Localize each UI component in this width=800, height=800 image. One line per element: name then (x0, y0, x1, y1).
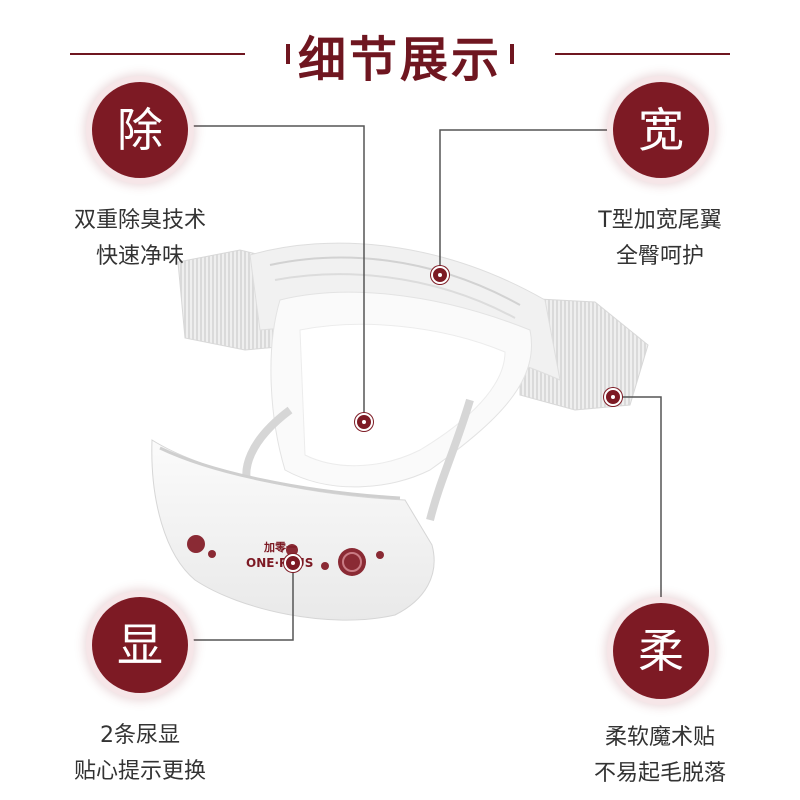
title-area: 细节展示 (0, 18, 800, 88)
leader-line-bl (186, 562, 294, 641)
feature-char: 宽 (638, 103, 684, 157)
feature-badge-wide: 宽 (613, 82, 709, 178)
feature-line: 双重除臭技术 (73, 208, 206, 233)
page-title: 细节展示 (297, 32, 502, 88)
feature-line: T型加宽尾翼 (598, 208, 722, 233)
feature-desc-deodorize: 双重除臭技术 快速净味 (25, 203, 255, 275)
title-divider-left (70, 53, 245, 55)
feature-badge-soft: 柔 (613, 603, 709, 699)
leader-line-tl (186, 125, 365, 422)
marker-velcro (604, 388, 622, 406)
marker-deodorizing (355, 413, 373, 431)
feature-line: 不易起毛脱落 (593, 761, 726, 786)
leader-line-br (612, 396, 662, 630)
brand-en: ONE·PLUS (246, 556, 314, 570)
feature-badge-indicator: 显 (92, 597, 188, 693)
title-divider-right (555, 53, 730, 55)
feature-char: 显 (117, 618, 163, 672)
marker-wetness-indicator (284, 554, 302, 572)
leader-line-tr (439, 129, 612, 274)
feature-line: 快速净味 (95, 244, 184, 269)
feature-line: 全臀呵护 (615, 244, 704, 269)
title-bar-left (286, 44, 290, 64)
feature-line: 2条尿显 (100, 723, 180, 748)
feature-char: 柔 (638, 624, 684, 678)
feature-line: 柔软魔术贴 (604, 725, 715, 750)
feature-line: 贴心提示更换 (73, 759, 206, 784)
brand-cn: 加零一 (264, 541, 297, 554)
feature-desc-wide: T型加宽尾翼 全臀呵护 (545, 203, 775, 275)
title-bar-right (510, 44, 514, 64)
feature-desc-soft: 柔软魔术贴 不易起毛脱落 (545, 720, 775, 792)
feature-badge-deodorize: 除 (92, 82, 188, 178)
feature-desc-indicator: 2条尿显 贴心提示更换 (25, 718, 255, 790)
marker-wide-tail (431, 266, 449, 284)
feature-char: 除 (117, 103, 163, 157)
